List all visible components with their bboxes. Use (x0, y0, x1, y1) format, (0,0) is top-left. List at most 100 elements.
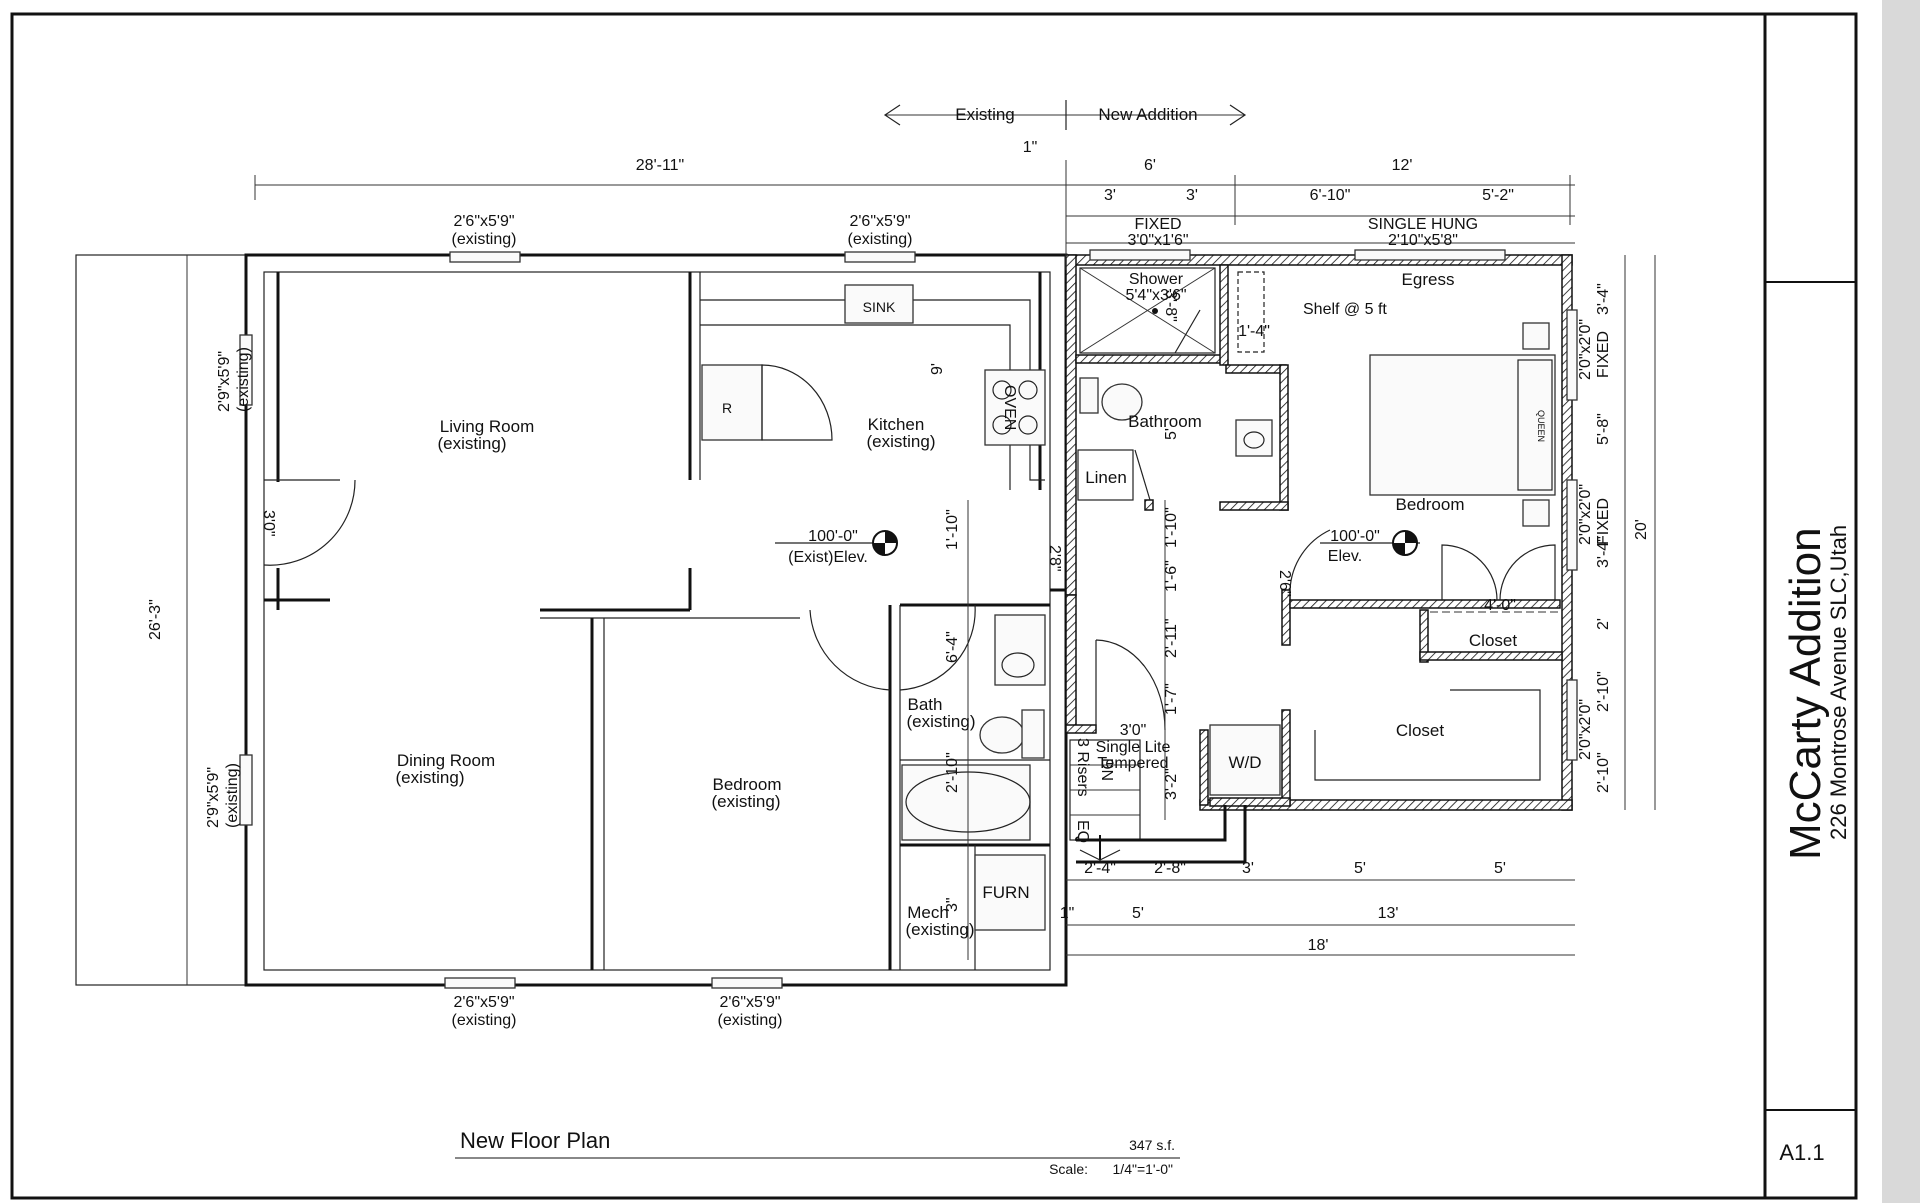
window-left-upper-size: 2'9"x5'9" (216, 351, 233, 412)
window-left-lower-size: 2'9"x5'9" (205, 767, 222, 828)
elevation-new-value: 100'-0" (1330, 528, 1380, 545)
elevation-marker-existing (775, 530, 898, 556)
new-addition (1065, 249, 1578, 864)
dim-bottom-five-b: 5' (1494, 860, 1506, 877)
plan-area: 347 s.f. (1129, 1137, 1175, 1153)
oven-label: OVEN (1001, 385, 1018, 430)
dim-bottom-one-inch: 1" (1060, 905, 1075, 922)
dimension-lines (186, 100, 1656, 985)
window-right-upper-size: 2'0"x2'0" (1577, 319, 1594, 380)
room-bedroom-existing-note: (existing) (712, 792, 781, 811)
queen-label: QUEEN (1536, 410, 1546, 442)
room-linen: Linen (1085, 468, 1127, 487)
dim-four-zero: 4'-0" (1484, 597, 1516, 614)
dim-door-living: 3'0" (260, 510, 277, 537)
dim-one-ten-b: 1'-10" (1163, 507, 1180, 548)
window-top-left-note: (existing) (452, 231, 517, 248)
window-right-lower-size: 2'0"x2'0" (1577, 699, 1594, 760)
window-single-hung-type: SINGLE HUNG (1368, 216, 1478, 233)
zone-existing: Existing (955, 105, 1015, 124)
sink-label: SINK (863, 299, 896, 315)
dim-six-four: 6'-4" (944, 631, 961, 663)
dim-bottom-eighteen: 18' (1308, 937, 1329, 954)
oven (984, 369, 1046, 446)
queen-bed (1369, 354, 1556, 496)
plan-title: New Floor Plan (460, 1128, 610, 1153)
elevation-existing-value: 100'-0" (808, 528, 858, 545)
room-closet-large: Closet (1396, 721, 1444, 740)
room-closet-small: Closet (1469, 631, 1517, 650)
window-top-mid-size: 2'6"x5'9" (849, 213, 910, 230)
washer-dryer (1209, 724, 1281, 796)
window-right-upper-type: FIXED (1595, 331, 1612, 378)
dim-bottom-three: 3' (1242, 860, 1254, 877)
dim-bottom-two-eight: 2'-8" (1154, 860, 1186, 877)
door-type: Single Lite (1096, 739, 1171, 756)
dim-right-twenty: 20' (1633, 519, 1650, 540)
room-living: Living Room (440, 417, 535, 436)
window-top-left-size: 2'6"x5'9" (453, 213, 514, 230)
shower-label: Shower (1129, 271, 1184, 288)
room-bath-existing-note: (existing) (907, 712, 976, 731)
project-address: 226 Montrose Avenue SLC,Utah (1826, 525, 1851, 840)
elevation-new-label: Elev. (1328, 548, 1362, 565)
dim-three-b: 3' (1186, 187, 1198, 204)
window-bottom-left-size: 2'6"x5'9" (453, 994, 514, 1011)
dim-two-eight: 2'8" (1046, 545, 1063, 572)
elevation-marker-new (1320, 530, 1420, 556)
room-dining-note: (existing) (396, 768, 465, 787)
project-title: McCarty Addition (1781, 527, 1830, 860)
sink (844, 284, 914, 324)
dim-bottom-two-four: 2'-4" (1084, 860, 1116, 877)
fridge-label: R (722, 400, 732, 416)
window-left-upper-note: (existing) (235, 347, 252, 412)
existing-bath-fixtures (901, 614, 1046, 931)
stairs-dn: DN (1098, 758, 1115, 781)
dim-overall-existing: 28'-11" (636, 157, 684, 174)
room-living-note: (existing) (438, 434, 507, 453)
dim-left-height: 26'-3" (147, 599, 164, 640)
dim-one-ten-a: 1'-10" (944, 509, 961, 550)
dim-two-six: 2'6" (1276, 570, 1293, 597)
window-right-mid-size: 2'0"x2'0" (1577, 484, 1594, 545)
dim-three-a: 3' (1104, 187, 1116, 204)
refrigerator (701, 364, 763, 441)
room-dining: Dining Room (397, 751, 495, 770)
zone-new: New Addition (1098, 105, 1197, 124)
window-bottom-mid-size: 2'6"x5'9" (719, 994, 780, 1011)
room-mech: Mech (907, 903, 949, 922)
window-bottom-left-note: (existing) (452, 1012, 517, 1029)
window-fixed-type: FIXED (1134, 216, 1181, 233)
dim-two-ten-bath: 2'-10" (944, 752, 961, 793)
kitchen-fixtures: SINK R OVEN (701, 284, 1046, 446)
dim-bottom-thirteen: 13' (1378, 905, 1399, 922)
dim-right-five-eight: 5'-8" (1595, 413, 1612, 445)
room-bath-existing: Bath (908, 695, 943, 714)
room-kitchen-note: (existing) (867, 432, 936, 451)
window-fixed-size: 3'0"x1'6" (1127, 232, 1188, 249)
dim-bottom-five-c: 5' (1132, 905, 1144, 922)
dim-six: 6' (1144, 157, 1156, 174)
room-bedroom: Bedroom (1396, 495, 1465, 514)
egress-label: Egress (1402, 270, 1455, 289)
stairs-eq: EQ (1074, 820, 1091, 843)
stairs-risers: 3 Risers (1074, 738, 1091, 797)
room-kitchen: Kitchen (868, 415, 925, 434)
dim-one-inch: 1" (1023, 139, 1038, 156)
sheet-number: A1.1 (1779, 1140, 1824, 1165)
elevation-existing-label: (Exist)Elev. (788, 549, 868, 566)
dim-right-three-four-b: 3'-4" (1595, 536, 1612, 568)
dim-one-seven: 1'-7" (1163, 683, 1180, 715)
shelf-label: Shelf @ 5 ft (1303, 301, 1387, 318)
dim-one-six: 1'-6" (1163, 560, 1180, 592)
dim-five-two: 5'-2" (1482, 187, 1514, 204)
dim-right-two-ten-b: 2'-10" (1595, 752, 1612, 793)
window-single-hung-size: 2'10"x5'8" (1388, 232, 1458, 249)
dim-right-two: 2' (1595, 618, 1612, 630)
sheet-border (10, 12, 1858, 1200)
dim-shower-depth: 3'-8" (1162, 290, 1179, 322)
window-bottom-mid-note: (existing) (718, 1012, 783, 1029)
dim-six-ten: 6'-10" (1310, 187, 1351, 204)
dim-bath-five: 5' (1163, 428, 1180, 440)
